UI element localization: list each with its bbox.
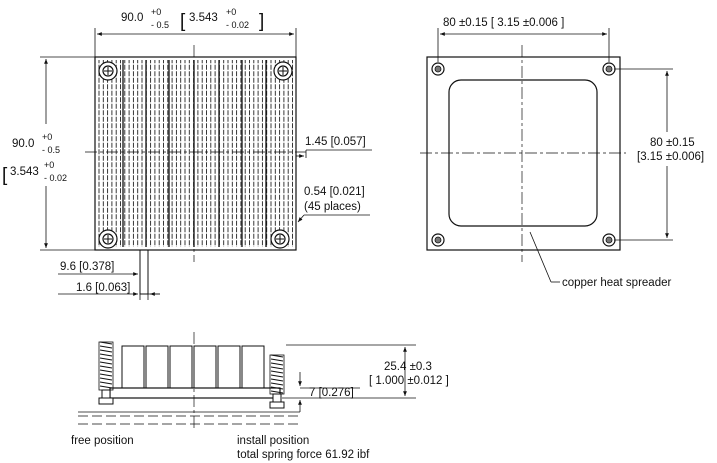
side-height-label: 25.4 ±0.3 bbox=[384, 361, 432, 373]
side-base bbox=[109, 387, 281, 399]
hole-spacing-y-label: 80 ±0.15 bbox=[650, 137, 695, 149]
springs bbox=[98, 341, 285, 409]
bottom-outline bbox=[426, 56, 621, 251]
heatsink-top-view bbox=[85, 45, 306, 295]
base-thickness-label: 1.6 [0.063] bbox=[76, 282, 130, 294]
hole-spacing-y-dimension bbox=[614, 68, 673, 241]
height-tol-minus: - 0.5 bbox=[42, 145, 60, 155]
install-position-label: install position bbox=[237, 435, 309, 447]
fin-thickness-leader bbox=[297, 214, 370, 223]
height-tol-plus: +0 bbox=[42, 132, 52, 142]
width-dimension bbox=[94, 28, 297, 57]
base-offset-label: 9.6 [0.378] bbox=[60, 261, 114, 273]
side-base-label: 7 [0.276] bbox=[309, 387, 354, 399]
heatsink-outline bbox=[94, 56, 297, 251]
base-plate bbox=[139, 249, 149, 295]
side-dimensions bbox=[282, 344, 416, 412]
fin-pattern bbox=[97, 60, 294, 247]
bottom-view bbox=[420, 45, 626, 262]
width-in-tol-minus: - 0.02 bbox=[226, 20, 249, 30]
mounting-holes bbox=[431, 62, 616, 247]
spring-force-label: total spring force 61.92 ibf bbox=[237, 449, 370, 461]
side-height-in-label: [ 1.000 ±0.012 ] bbox=[369, 375, 449, 387]
callout-leader bbox=[529, 231, 560, 283]
corner-screws bbox=[98, 61, 293, 249]
free-position-label: free position bbox=[71, 435, 134, 447]
bracket-close: ] bbox=[259, 11, 264, 32]
width-main: 90.0 bbox=[121, 12, 143, 24]
fin-count-label: (45 places) bbox=[304, 201, 361, 213]
fin-gap-label: 1.45 [0.057] bbox=[305, 136, 366, 148]
height-dimension bbox=[40, 56, 95, 251]
bracket-open: [ bbox=[180, 11, 186, 32]
hole-spacing-x-label: 80 ±0.15 [ 3.15 ±0.006 ] bbox=[443, 17, 564, 29]
width-tol-minus: - 0.5 bbox=[151, 20, 169, 30]
width-in-main: 3.543 bbox=[189, 12, 218, 24]
hole-spacing-x-dimension bbox=[437, 28, 610, 62]
base-dimensions bbox=[58, 272, 160, 300]
side-view bbox=[78, 332, 300, 430]
hole-spacing-y-in-label: [3.15 ±0.006] bbox=[637, 151, 704, 163]
height-in-main: 3.543 bbox=[10, 166, 39, 178]
height-in-tol-plus: +0 bbox=[44, 160, 54, 170]
fin-thickness-label: 0.54 [0.021] bbox=[304, 186, 365, 198]
callout-label: copper heat spreader bbox=[562, 277, 671, 289]
width-tol-plus: +0 bbox=[151, 7, 161, 17]
fin-gap-leader bbox=[296, 149, 372, 158]
height-main: 90.0 bbox=[12, 138, 34, 150]
side-fins bbox=[121, 345, 265, 389]
bracket-open-2: [ bbox=[2, 165, 8, 186]
height-in-tol-minus: - 0.02 bbox=[44, 173, 67, 183]
width-in-tol-plus: +0 bbox=[226, 7, 236, 17]
